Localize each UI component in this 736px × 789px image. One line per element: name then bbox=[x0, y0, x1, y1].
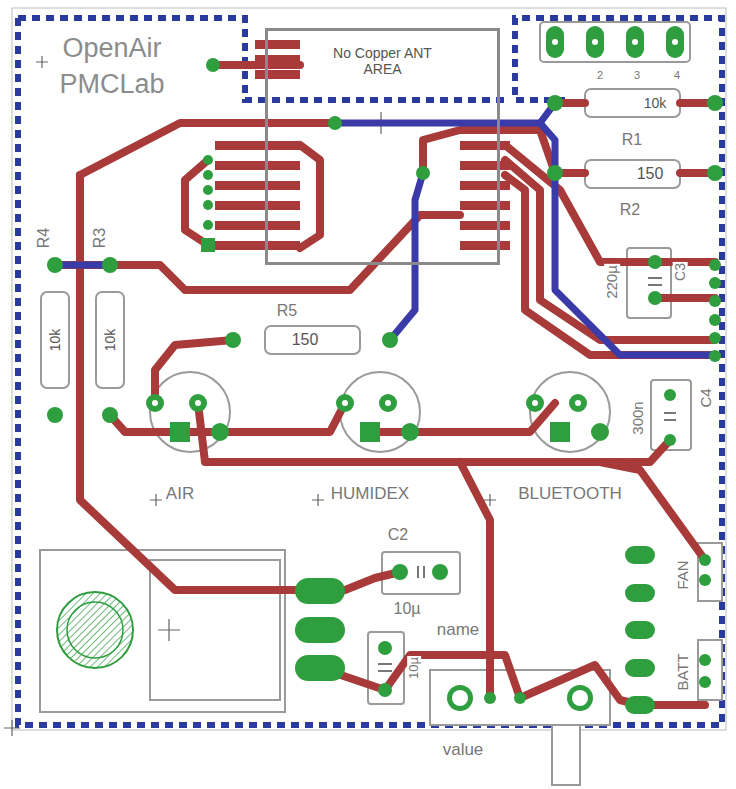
part-name: C2 bbox=[387, 527, 409, 544]
part-value: 220µ bbox=[604, 264, 620, 300]
part-name: R4 bbox=[36, 227, 53, 249]
board-outline bbox=[12, 8, 726, 730]
part-value: 150 bbox=[291, 332, 320, 349]
part-name: R2 bbox=[619, 202, 641, 219]
heatsink-hole bbox=[57, 592, 133, 668]
keepout-note: No Copper ANT AREA bbox=[333, 45, 433, 77]
part-name: R5 bbox=[276, 303, 298, 320]
part-value: 10k bbox=[103, 328, 118, 353]
led-label: AIR bbox=[165, 485, 195, 503]
board-title: PMCLab bbox=[58, 70, 165, 98]
ground-border bbox=[18, 18, 722, 725]
part-value: 300n bbox=[630, 400, 646, 435]
pin-number: 2 bbox=[596, 70, 604, 82]
board-title: OpenAir bbox=[61, 34, 162, 62]
part-name: R3 bbox=[92, 227, 109, 249]
part-value: 10µ bbox=[392, 601, 421, 618]
pad-holes bbox=[152, 39, 678, 706]
led-label: HUMIDEX bbox=[330, 485, 410, 503]
connector-label: FAN bbox=[675, 559, 691, 590]
pin-number: 3 bbox=[633, 70, 641, 82]
pin-number: 4 bbox=[673, 70, 681, 82]
antenna-keepout-area: No Copper ANT AREA bbox=[265, 28, 500, 265]
pads bbox=[47, 26, 723, 714]
top-traces bbox=[55, 65, 715, 705]
module-pads bbox=[215, 40, 510, 250]
part-value: value bbox=[442, 741, 485, 759]
part-name: C4 bbox=[698, 387, 714, 408]
component-outlines bbox=[40, 22, 722, 785]
part-name: name bbox=[436, 621, 481, 639]
part-name: R1 bbox=[621, 132, 643, 149]
capacitor-symbols bbox=[378, 278, 676, 671]
part-value: 150 bbox=[636, 166, 665, 183]
connector-label: BATT bbox=[675, 652, 691, 691]
led-label: BLUETOOTH bbox=[517, 485, 623, 503]
part-value: 10k bbox=[48, 328, 63, 353]
part-value: 10k bbox=[643, 96, 668, 111]
part-value: 10µ bbox=[407, 656, 421, 680]
part-name: C3 bbox=[673, 262, 688, 282]
heatsink-hole-ring bbox=[67, 602, 123, 658]
bottom-traces bbox=[55, 103, 715, 355]
